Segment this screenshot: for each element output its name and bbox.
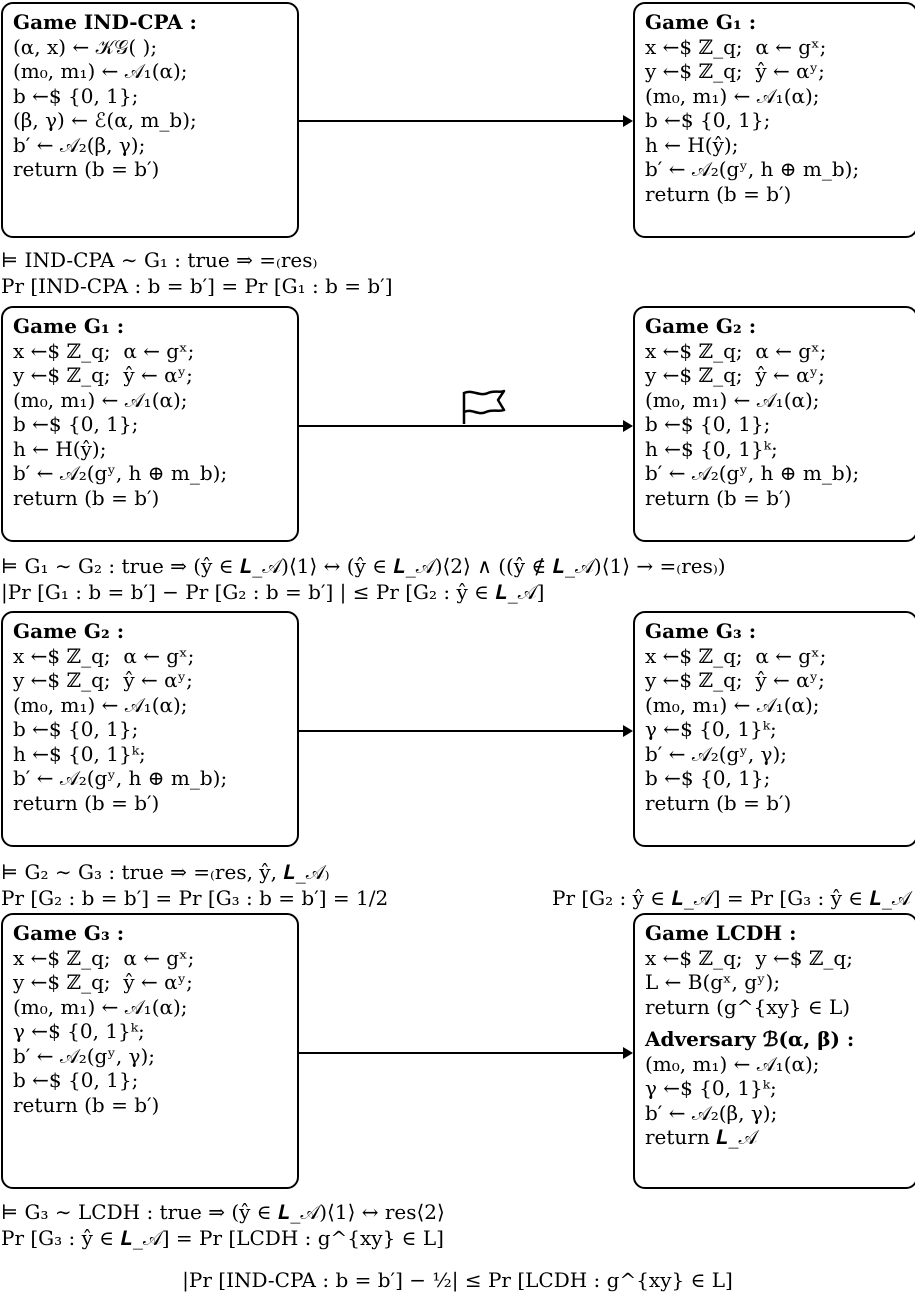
code-line: b′ ← 𝒜₂(β, γ);	[645, 1100, 778, 1125]
flag-icon	[462, 389, 506, 424]
transition-arrow	[299, 725, 633, 737]
code-line: (m₀, m₁) ← 𝒜₁(α);	[13, 692, 188, 717]
code-line: (m₀, m₁) ← 𝒜₁(α);	[645, 692, 820, 717]
conclusion-bound: |Pr [IND-CPA : b = b′] − ½| ≤ Pr [LCDH :…	[182, 1268, 733, 1292]
game-box-g2: Game G₂ : x ←$ ℤ_q; α ← gˣ; y ←$ ℤ_q; ŷ …	[1, 611, 299, 847]
equivalence-statement: ⊨ IND-CPA ∼ G₁ : true ⇒ =₍res₎	[1, 248, 318, 272]
code-line: y ←$ ℤ_q; ŷ ← αʸ;	[13, 668, 193, 692]
code-line: L ← B(gˣ, gʸ);	[645, 970, 781, 994]
probability-statement: |Pr [G₁ : b = b′] − Pr [G₂ : b = b′] | ≤…	[1, 580, 545, 604]
code-line: h ← H(ŷ);	[13, 436, 107, 461]
code-line: (m₀, m₁) ← 𝒜₁(α);	[13, 59, 188, 83]
code-line: b′ ← 𝒜₂(gʸ, h ⊕ m_b);	[13, 766, 228, 790]
code-line: b ←$ {0, 1};	[13, 1068, 139, 1092]
equivalence-statement: ⊨ G₃ ∼ LCDH : true ⇒ (ŷ ∈ 𝑳_𝒜)⟨1⟩ ↔ res⟨…	[1, 1200, 445, 1224]
code-line: y ←$ ℤ_q; ŷ ← αʸ;	[13, 970, 193, 994]
code-line: b ←$ {0, 1};	[13, 412, 139, 436]
code-line: (m₀, m₁) ← 𝒜₁(α);	[645, 1051, 820, 1076]
transition-arrow	[299, 1047, 633, 1059]
code-line: return (b = b′)	[13, 157, 160, 181]
code-line: b ←$ {0, 1};	[645, 108, 771, 132]
code-line: b′ ← 𝒜₂(gʸ, h ⊕ m_b);	[645, 157, 860, 181]
game-title: Game G₂ :	[13, 619, 125, 643]
code-line: x ←$ ℤ_q; α ← gˣ;	[13, 945, 195, 970]
transition-arrow	[299, 420, 633, 432]
code-line: x ←$ ℤ_q; α ← gˣ;	[645, 34, 827, 59]
game-box-lcdh: Game LCDH : x ←$ ℤ_q; y ←$ ℤ_q; L ← B(gˣ…	[633, 913, 915, 1189]
code-line: h ←$ {0, 1}ᵏ;	[13, 741, 146, 766]
code-line: x ←$ ℤ_q; α ← gˣ;	[645, 643, 827, 668]
game-title: Game G₁ :	[645, 10, 757, 34]
code-line: return 𝑳_𝒜	[645, 1125, 758, 1149]
game-title: Game LCDH :	[645, 921, 797, 945]
equivalence-statement: ⊨ G₂ ∼ G₃ : true ⇒ =₍res, ŷ, 𝑳_𝒜₎	[1, 860, 330, 884]
adversary-title: Adversary ℬ(α, β) :	[645, 1027, 855, 1051]
game-title: Game G₂ :	[645, 314, 757, 338]
transition-arrow	[299, 115, 633, 127]
code-line: return (b = b′)	[645, 790, 792, 815]
code-line: (β, γ) ← ℰ(α, m_b);	[13, 108, 197, 132]
code-line: y ←$ ℤ_q; ŷ ← αʸ;	[645, 363, 825, 387]
code-line: (m₀, m₁) ← 𝒜₁(α);	[13, 994, 188, 1019]
code-line: γ ←$ {0, 1}ᵏ;	[645, 717, 777, 741]
code-line: b ←$ {0, 1};	[13, 83, 139, 108]
code-line: h ←$ {0, 1}ᵏ;	[645, 436, 778, 461]
code-line: y ←$ ℤ_q; ŷ ← αʸ;	[645, 59, 825, 83]
code-line: (α, x) ← 𝒦𝒢( );	[13, 34, 158, 59]
code-line: h ← H(ŷ);	[645, 132, 739, 157]
code-line: return (b = b′)	[13, 485, 160, 510]
code-line: (m₀, m₁) ← 𝒜₁(α);	[645, 83, 820, 108]
code-line: return (b = b′)	[645, 181, 792, 206]
code-line: (m₀, m₁) ← 𝒜₁(α);	[645, 387, 820, 412]
probability-statement-side: Pr [G₂ : ŷ ∈ 𝑳_𝒜] = Pr [G₃ : ŷ ∈ 𝑳_𝒜	[552, 886, 911, 910]
code-line: y ←$ ℤ_q; ŷ ← αʸ;	[13, 363, 193, 387]
probability-statement: Pr [G₂ : b = b′] = Pr [G₃ : b = b′] = 1/…	[1, 886, 389, 910]
probability-statement: Pr [G₃ : ŷ ∈ 𝑳_𝒜] = Pr [LCDH : g^{xy} ∈ …	[1, 1226, 444, 1250]
code-line: b ←$ {0, 1};	[13, 717, 139, 741]
code-line: b′ ← 𝒜₂(β, γ);	[13, 132, 146, 157]
code-line: b ←$ {0, 1};	[645, 412, 771, 436]
code-line: x ←$ ℤ_q; α ← gˣ;	[13, 643, 195, 668]
code-line: γ ←$ {0, 1}ᵏ;	[13, 1019, 145, 1043]
code-line: b′ ← 𝒜₂(gʸ, γ);	[645, 741, 788, 766]
code-line: return (g^{xy} ∈ L)	[645, 994, 851, 1019]
code-line: x ←$ ℤ_q; α ← gˣ;	[13, 338, 195, 363]
code-line: b′ ← 𝒜₂(gʸ, h ⊕ m_b);	[645, 461, 860, 485]
game-box-g1: Game G₁ : x ←$ ℤ_q; α ← gˣ; y ←$ ℤ_q; ŷ …	[633, 2, 915, 238]
code-line: b′ ← 𝒜₂(gʸ, h ⊕ m_b);	[13, 461, 228, 485]
game-title: Game G₁ :	[13, 314, 125, 338]
probability-statement: Pr [IND-CPA : b = b′] = Pr [G₁ : b = b′]	[1, 274, 393, 298]
game-box-g2: Game G₂ : x ←$ ℤ_q; α ← gˣ; y ←$ ℤ_q; ŷ …	[633, 306, 915, 542]
code-line: x ←$ ℤ_q; y ←$ ℤ_q;	[645, 945, 853, 970]
code-line: return (b = b′)	[645, 485, 792, 510]
code-line: y ←$ ℤ_q; ŷ ← αʸ;	[645, 668, 825, 692]
game-box-g3: Game G₃ : x ←$ ℤ_q; α ← gˣ; y ←$ ℤ_q; ŷ …	[1, 913, 299, 1189]
game-box-g3: Game G₃ : x ←$ ℤ_q; α ← gˣ; y ←$ ℤ_q; ŷ …	[633, 611, 915, 847]
code-line: return (b = b′)	[13, 790, 160, 815]
equivalence-statement: ⊨ G₁ ∼ G₂ : true ⇒ (ŷ ∈ 𝑳_𝒜)⟨1⟩ ↔ (ŷ ∈ 𝑳…	[1, 554, 726, 578]
code-line: b ←$ {0, 1};	[645, 766, 771, 790]
code-line: return (b = b′)	[13, 1092, 160, 1117]
game-box-g1: Game G₁ : x ←$ ℤ_q; α ← gˣ; y ←$ ℤ_q; ŷ …	[1, 306, 299, 542]
code-line: x ←$ ℤ_q; α ← gˣ;	[645, 338, 827, 363]
code-line: b′ ← 𝒜₂(gʸ, γ);	[13, 1043, 156, 1068]
game-title: Game G₃ :	[645, 619, 757, 643]
code-line: γ ←$ {0, 1}ᵏ;	[645, 1076, 777, 1100]
code-line: (m₀, m₁) ← 𝒜₁(α);	[13, 387, 188, 412]
game-title: Game IND-CPA :	[13, 10, 197, 34]
game-title: Game G₃ :	[13, 921, 125, 945]
game-box-ind-cpa: Game IND-CPA : (α, x) ← 𝒦𝒢( ); (m₀, m₁) …	[1, 2, 299, 238]
